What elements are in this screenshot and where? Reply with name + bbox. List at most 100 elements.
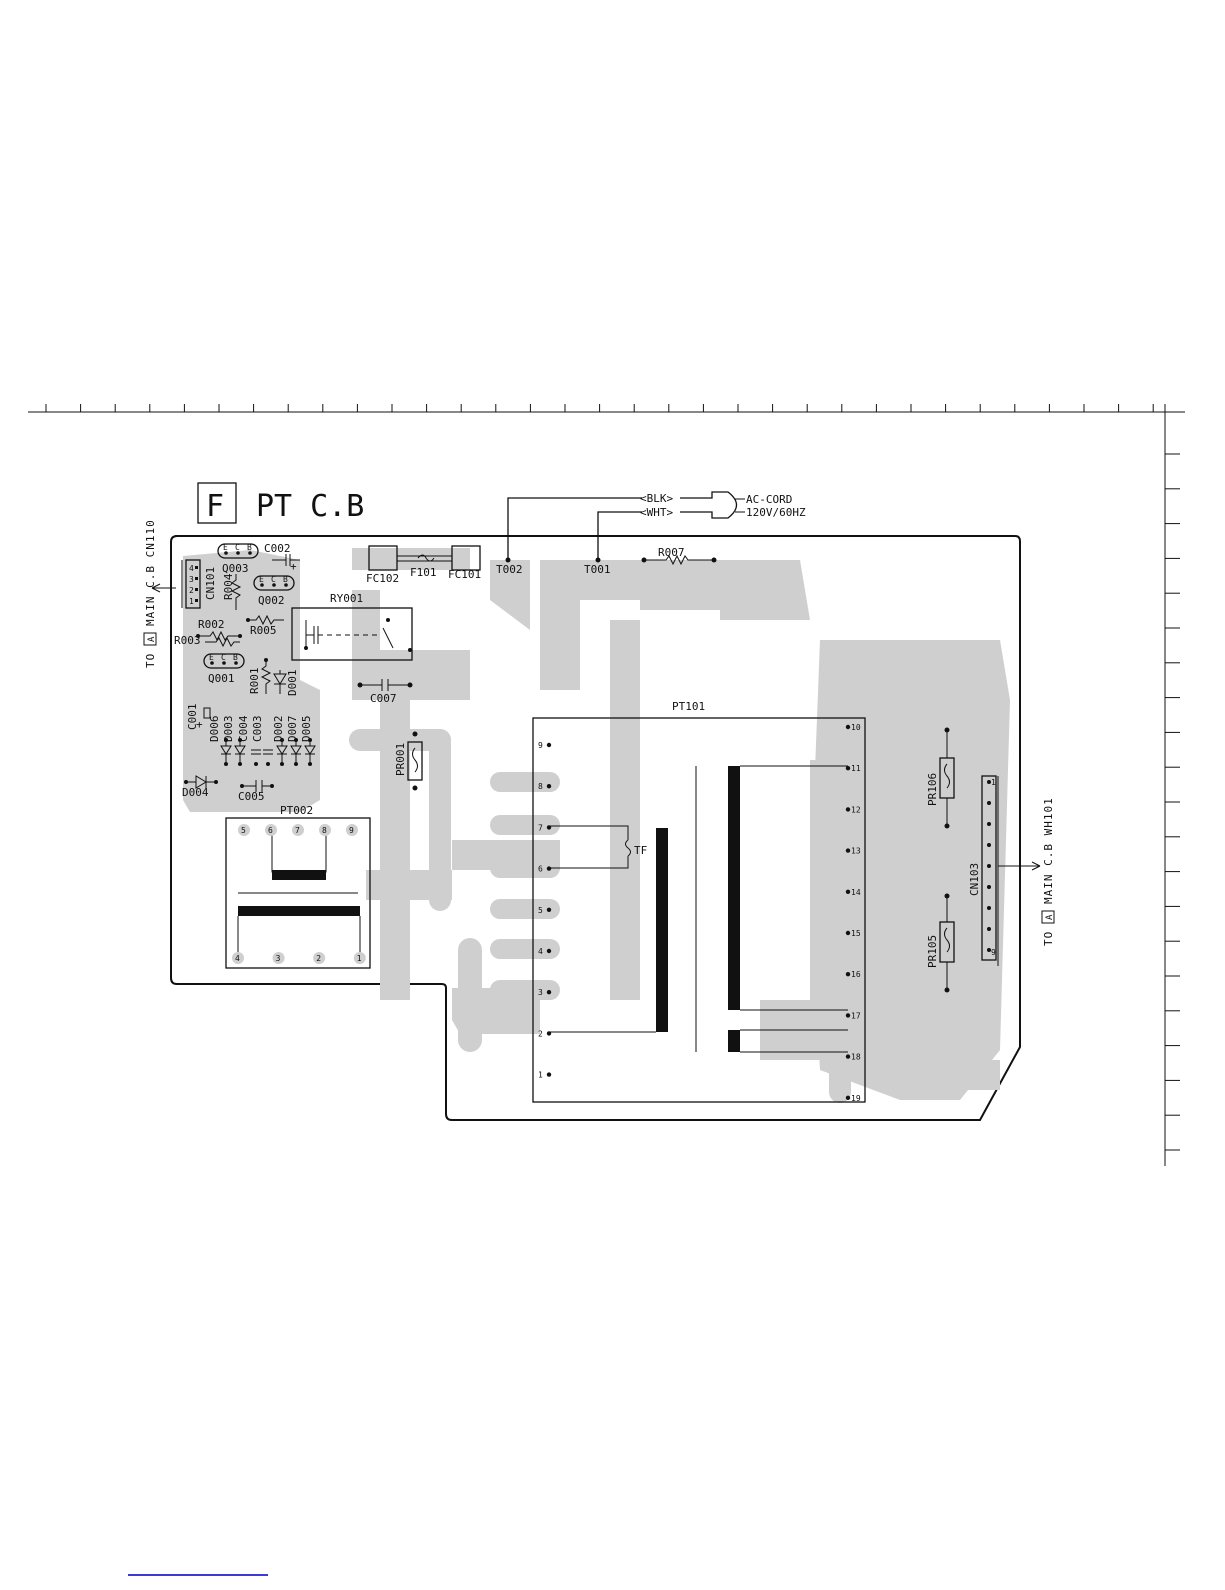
svg-text:C001: C001 [186, 704, 199, 731]
pt101-right-pin-label: 19 [851, 1094, 861, 1103]
pt101-right-pin-label: 17 [851, 1011, 861, 1020]
board-outline [170, 535, 1021, 1121]
svg-text:+: + [196, 718, 203, 731]
svg-text:D003: D003 [222, 716, 235, 743]
svg-text:PT101: PT101 [672, 700, 705, 713]
transistor-pin-label: C [235, 543, 240, 552]
pt101-left-pin-label: 7 [538, 823, 543, 832]
svg-text:A: A [147, 636, 157, 642]
pt101-left-pin-label: 1 [538, 1071, 543, 1080]
svg-text:PR106: PR106 [926, 773, 939, 806]
svg-text:CN101: CN101 [204, 567, 217, 600]
svg-text:Q002: Q002 [258, 594, 285, 607]
left-arrow [151, 583, 176, 593]
svg-text:T002: T002 [496, 563, 523, 576]
svg-text:Q003: Q003 [222, 562, 249, 575]
pt101-left-pin-label: 9 [538, 741, 543, 750]
board-name: PT C.B [256, 489, 364, 524]
svg-text:PR105: PR105 [926, 935, 939, 968]
ac-cord-label: AC-CORD [746, 493, 792, 506]
transistor-pin-label: E [259, 575, 264, 584]
transistor-pin-label: B [283, 575, 288, 584]
pt101-right-pin-label: 15 [851, 929, 861, 938]
svg-text:PT002: PT002 [280, 804, 313, 817]
svg-text:R007: R007 [658, 546, 685, 559]
fuse-block: FC102 F101 FC101 T002 T001 [366, 545, 611, 585]
svg-text:CN103: CN103 [968, 863, 981, 896]
svg-text:R002: R002 [198, 618, 225, 631]
svg-text:<BLK>: <BLK> [640, 492, 673, 505]
svg-text:<WHT>: <WHT> [640, 506, 673, 519]
pt101-right-pin-label: 12 [851, 805, 861, 814]
pt101-left-pin-label: 6 [538, 865, 543, 874]
pt002-top-pin-label: 9 [349, 826, 354, 835]
svg-text:D001: D001 [286, 670, 299, 697]
pt101-left-pin-label: 8 [538, 782, 543, 791]
protector-pr001: PR001 [394, 731, 423, 791]
transistor-pin-label: C [221, 653, 226, 662]
right-arrow [998, 861, 1041, 871]
svg-text:D006: D006 [208, 716, 221, 743]
pt101-right-pin-label: 11 [851, 764, 861, 773]
transistor-pin-label: B [247, 543, 252, 552]
pt101-right-pin-label: 13 [851, 847, 861, 856]
pt002-top-pin-label: 6 [268, 826, 273, 835]
pt002-bottom-pin-label: 2 [316, 954, 321, 963]
svg-text:R005: R005 [250, 624, 277, 637]
cn103-pin-label: 9 [991, 948, 996, 957]
pt101-left-pin-label: 2 [538, 1029, 543, 1038]
cn101-pin-label: 4 [189, 564, 194, 573]
cn101-pin-label: 3 [189, 575, 194, 584]
svg-text:T001: T001 [584, 563, 611, 576]
svg-text:Q001: Q001 [208, 672, 235, 685]
pt101-left-pin-label: 5 [538, 906, 543, 915]
svg-text:C003: C003 [251, 716, 264, 743]
pt002-bottom-pin-label: 3 [276, 954, 281, 963]
copper-tracks [183, 548, 1010, 1103]
svg-text:F101: F101 [410, 566, 437, 579]
cn101-pin-label: 1 [189, 597, 194, 606]
pt002-top-pin-label: 8 [322, 826, 327, 835]
svg-text:FC102: FC102 [366, 572, 399, 585]
svg-text:C004: C004 [237, 715, 250, 742]
svg-text:+: + [290, 560, 297, 573]
section-letter: F [206, 489, 224, 524]
transistor-pin-label: B [233, 653, 238, 662]
ac-cord-rating: 120V/60HZ [746, 506, 806, 519]
svg-text:FC101: FC101 [448, 568, 481, 581]
svg-text:TO: TO [144, 653, 157, 668]
cn101-pin-label: 2 [189, 586, 194, 595]
svg-text:D005: D005 [300, 716, 313, 743]
svg-text:TF: TF [634, 844, 647, 857]
left-connection-label: TO A MAIN C.B CN110 [143, 519, 157, 668]
svg-text:R004: R004 [222, 573, 235, 600]
svg-text:R001: R001 [248, 668, 261, 695]
pt002-bottom-pin-label: 4 [235, 954, 240, 963]
svg-text:C005: C005 [238, 790, 265, 803]
resistor-r007: R007 [641, 546, 717, 566]
transistor-pin-label: E [209, 653, 214, 662]
transistor-pin-label: C [271, 575, 276, 584]
svg-text:RY001: RY001 [330, 592, 363, 605]
svg-text:MAIN C.B WH101: MAIN C.B WH101 [1042, 797, 1055, 904]
pt101-left-pin-label: 3 [538, 988, 543, 997]
pt101-right-pin-label: 18 [851, 1053, 861, 1062]
svg-text:D007: D007 [286, 716, 299, 743]
svg-text:D004: D004 [182, 786, 209, 799]
svg-text:A: A [1045, 914, 1055, 920]
ruler-frame [28, 404, 1185, 1166]
pt101-right-pin-label: 16 [851, 970, 861, 979]
svg-text:C007: C007 [370, 692, 397, 705]
pt002-bottom-pin-label: 1 [357, 954, 362, 963]
footer-link-underline[interactable] [128, 1574, 268, 1576]
svg-text:C002: C002 [264, 542, 291, 555]
pt101-right-pin-label: 10 [851, 723, 861, 732]
transistor-pin-label: E [223, 543, 228, 552]
relay-ry001: RY001 [291, 592, 413, 661]
board-title: F PT C.B [197, 482, 364, 524]
